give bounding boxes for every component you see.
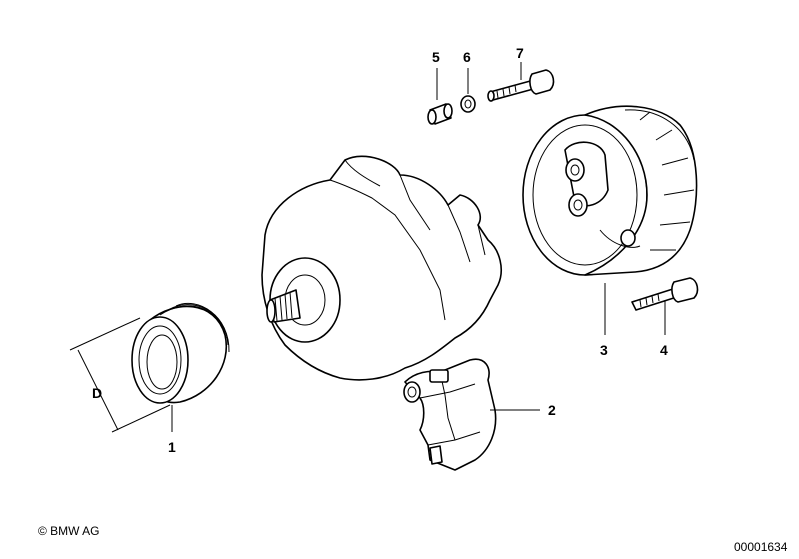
bolt-7 bbox=[487, 69, 555, 102]
part-label-3: 3 bbox=[600, 342, 608, 358]
rear-cover bbox=[522, 105, 698, 276]
document-number: 00001634 bbox=[734, 540, 788, 554]
sleeve-5 bbox=[427, 103, 453, 125]
part-label-4: 4 bbox=[660, 342, 668, 358]
bolt-4 bbox=[631, 277, 699, 311]
part-label-1: 1 bbox=[168, 439, 176, 455]
washer-6 bbox=[460, 95, 476, 113]
copyright-notice: © BMW AG bbox=[38, 524, 100, 538]
pulley bbox=[131, 302, 230, 404]
alternator bbox=[261, 155, 502, 381]
regulator bbox=[403, 358, 497, 471]
part-label-7: 7 bbox=[516, 45, 524, 61]
dimension-d: D bbox=[69, 317, 171, 433]
part-label-5: 5 bbox=[432, 49, 440, 65]
part-label-2: 2 bbox=[548, 402, 556, 418]
part-label-6: 6 bbox=[463, 49, 471, 65]
dimension-label: D bbox=[92, 385, 102, 401]
